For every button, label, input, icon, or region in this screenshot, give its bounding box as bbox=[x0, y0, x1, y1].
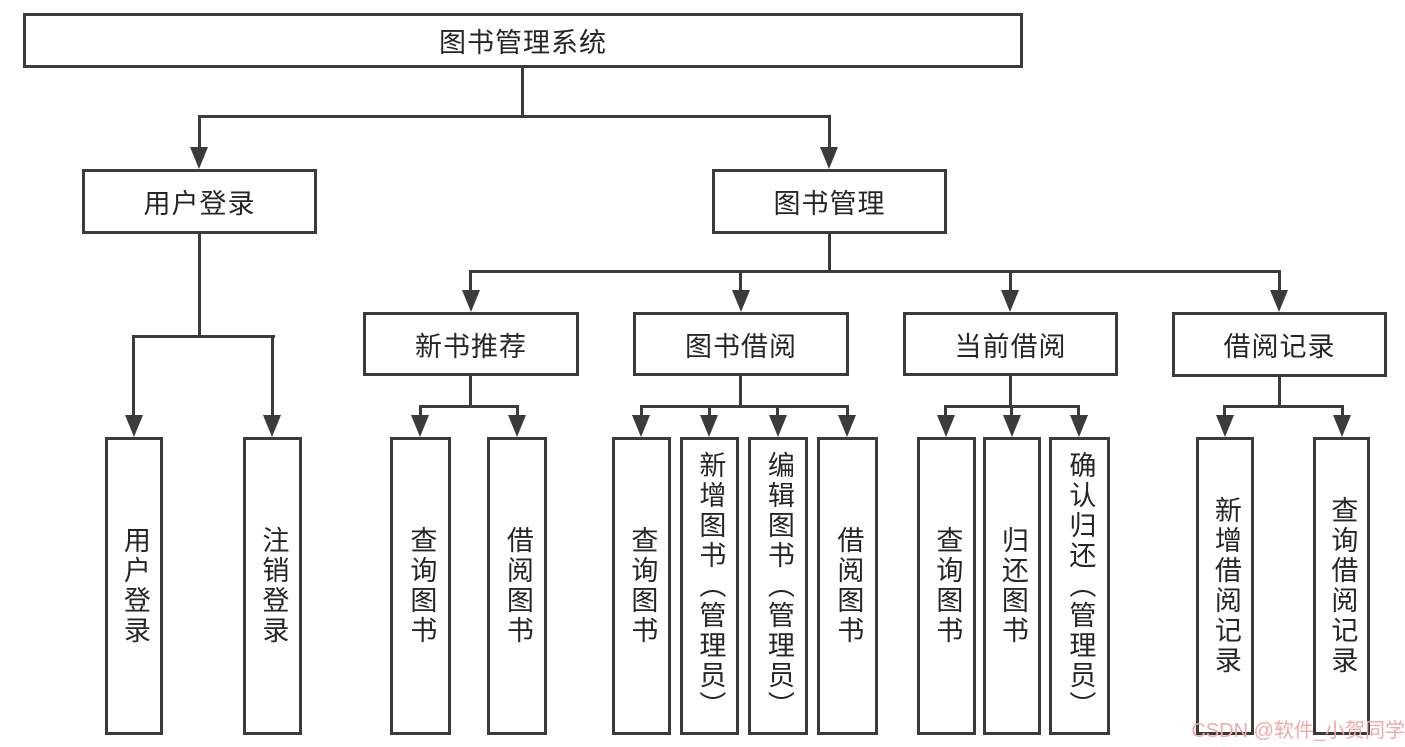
connector-drop bbox=[944, 407, 947, 417]
node-user-login-label: 用户登录 bbox=[143, 189, 256, 219]
connector-to-current-borrowing bbox=[1009, 272, 1012, 292]
node-cb-query-books-label: 查询图书 bbox=[932, 526, 963, 646]
arrow-down-icon bbox=[1270, 290, 1288, 312]
node-br-add-record: 新增借阅记录 bbox=[1196, 437, 1254, 735]
connector-to-borrowing-records bbox=[1278, 272, 1281, 292]
arrow-down-icon bbox=[769, 415, 787, 437]
node-borrowing-records-label: 借阅记录 bbox=[1223, 332, 1336, 362]
node-cb-query-books: 查询图书 bbox=[917, 437, 976, 735]
connector-drop bbox=[846, 407, 849, 417]
node-rec-borrow-books-label: 借阅图书 bbox=[502, 526, 533, 646]
connector-user-login-stem bbox=[198, 234, 201, 337]
arrow-down-icon bbox=[1001, 290, 1019, 312]
arrow-down-icon bbox=[1216, 415, 1234, 437]
connector-new-book-rec-branch bbox=[419, 405, 519, 408]
connector-drop bbox=[419, 407, 422, 417]
connector-book-mgmt-stem bbox=[828, 234, 831, 272]
connector-borrowing-records-branch bbox=[1223, 405, 1344, 408]
connector-to-book-management bbox=[828, 117, 831, 149]
connector-drop bbox=[1223, 407, 1226, 417]
arrow-down-icon bbox=[1003, 415, 1021, 437]
connector-book-mgmt-branch bbox=[469, 270, 1281, 273]
connector-drop bbox=[640, 407, 643, 417]
connector-current-borrowing-branch bbox=[944, 405, 1080, 408]
node-new-book-recommend: 新书推荐 bbox=[363, 312, 579, 376]
node-br-add-record-label: 新增借阅记录 bbox=[1210, 496, 1241, 676]
arrow-down-icon bbox=[125, 415, 143, 437]
node-user-login-action: 用户登录 bbox=[105, 437, 163, 735]
node-current-borrowing: 当前借阅 bbox=[903, 312, 1118, 376]
arrow-down-icon bbox=[263, 415, 281, 437]
arrow-down-icon bbox=[190, 147, 208, 169]
node-library-system-label: 图书管理系统 bbox=[439, 28, 607, 58]
node-bb-borrow-books-label: 借阅图书 bbox=[833, 526, 864, 646]
connector-drop bbox=[1077, 407, 1080, 417]
arrow-down-icon bbox=[732, 290, 750, 312]
node-borrowing-records: 借阅记录 bbox=[1172, 312, 1387, 377]
arrow-down-icon bbox=[462, 290, 480, 312]
arrow-down-icon bbox=[937, 415, 955, 437]
node-bb-edit-books-admin-label: 编辑图书（管理员） bbox=[763, 451, 794, 721]
connector-to-new-book-rec bbox=[469, 272, 472, 292]
node-cb-return-books: 归还图书 bbox=[983, 437, 1041, 735]
connector-root-stem bbox=[521, 68, 524, 116]
node-book-borrowing-label: 图书借阅 bbox=[685, 331, 797, 362]
connector-book-borrowing-branch bbox=[640, 405, 849, 408]
connector-user-login-branch bbox=[132, 335, 275, 338]
connector-drop bbox=[1341, 407, 1344, 417]
node-bb-borrow-books: 借阅图书 bbox=[817, 437, 878, 735]
connector-book-borrowing-stem bbox=[739, 376, 742, 407]
arrow-down-icon bbox=[632, 415, 650, 437]
arrow-down-icon bbox=[700, 415, 718, 437]
node-bb-add-books-admin-label: 新增图书（管理员） bbox=[695, 451, 726, 721]
connector-drop bbox=[1010, 407, 1013, 417]
node-book-borrowing: 图书借阅 bbox=[633, 312, 849, 376]
node-rec-query-books: 查询图书 bbox=[390, 437, 451, 735]
node-cb-return-books-label: 归还图书 bbox=[997, 526, 1028, 646]
node-new-book-recommend-label: 新书推荐 bbox=[415, 331, 527, 362]
node-library-system: 图书管理系统 bbox=[23, 13, 1023, 68]
node-logout: 注销登录 bbox=[243, 437, 302, 735]
node-logout-label: 注销登录 bbox=[258, 526, 289, 646]
connector-new-book-rec-stem bbox=[469, 376, 472, 407]
node-rec-query-books-label: 查询图书 bbox=[406, 526, 437, 646]
connector-current-borrowing-stem bbox=[1009, 376, 1012, 407]
arrow-down-icon bbox=[1070, 415, 1088, 437]
connector-borrowing-records-stem bbox=[1278, 377, 1281, 407]
node-user-login-action-label: 用户登录 bbox=[119, 526, 150, 646]
node-bb-add-books-admin: 新增图书（管理员） bbox=[680, 437, 739, 735]
node-cb-confirm-return-admin: 确认归还（管理员） bbox=[1049, 437, 1110, 735]
arrow-down-icon bbox=[508, 415, 526, 437]
node-book-management-label: 图书管理 bbox=[773, 189, 886, 219]
node-br-query-record: 查询借阅记录 bbox=[1313, 437, 1370, 735]
connector-to-user-login bbox=[198, 117, 201, 149]
arrow-down-icon bbox=[1333, 415, 1351, 437]
node-bb-query-books: 查询图书 bbox=[612, 437, 671, 735]
connector-drop bbox=[516, 407, 519, 417]
connector-to-logout-leaf bbox=[271, 338, 274, 417]
connector-to-book-borrowing bbox=[739, 272, 742, 292]
watermark: CSDN @软件_小贺同学 bbox=[1191, 720, 1405, 742]
node-rec-borrow-books: 借阅图书 bbox=[487, 437, 547, 735]
arrow-down-icon bbox=[820, 147, 838, 169]
node-book-management: 图书管理 bbox=[712, 169, 947, 234]
arrow-down-icon bbox=[838, 415, 856, 437]
arrow-down-icon bbox=[411, 415, 429, 437]
node-user-login: 用户登录 bbox=[82, 169, 317, 234]
connector-to-login-leaf bbox=[132, 338, 135, 417]
node-cb-confirm-return-admin-label: 确认归还（管理员） bbox=[1065, 451, 1096, 721]
node-current-borrowing-label: 当前借阅 bbox=[954, 331, 1067, 362]
node-bb-edit-books-admin: 编辑图书（管理员） bbox=[748, 437, 808, 735]
connector-drop bbox=[776, 407, 779, 417]
connector-root-branch bbox=[198, 115, 831, 118]
node-bb-query-books-label: 查询图书 bbox=[627, 526, 658, 646]
connector-drop bbox=[708, 407, 711, 417]
node-br-query-record-label: 查询借阅记录 bbox=[1327, 496, 1358, 676]
